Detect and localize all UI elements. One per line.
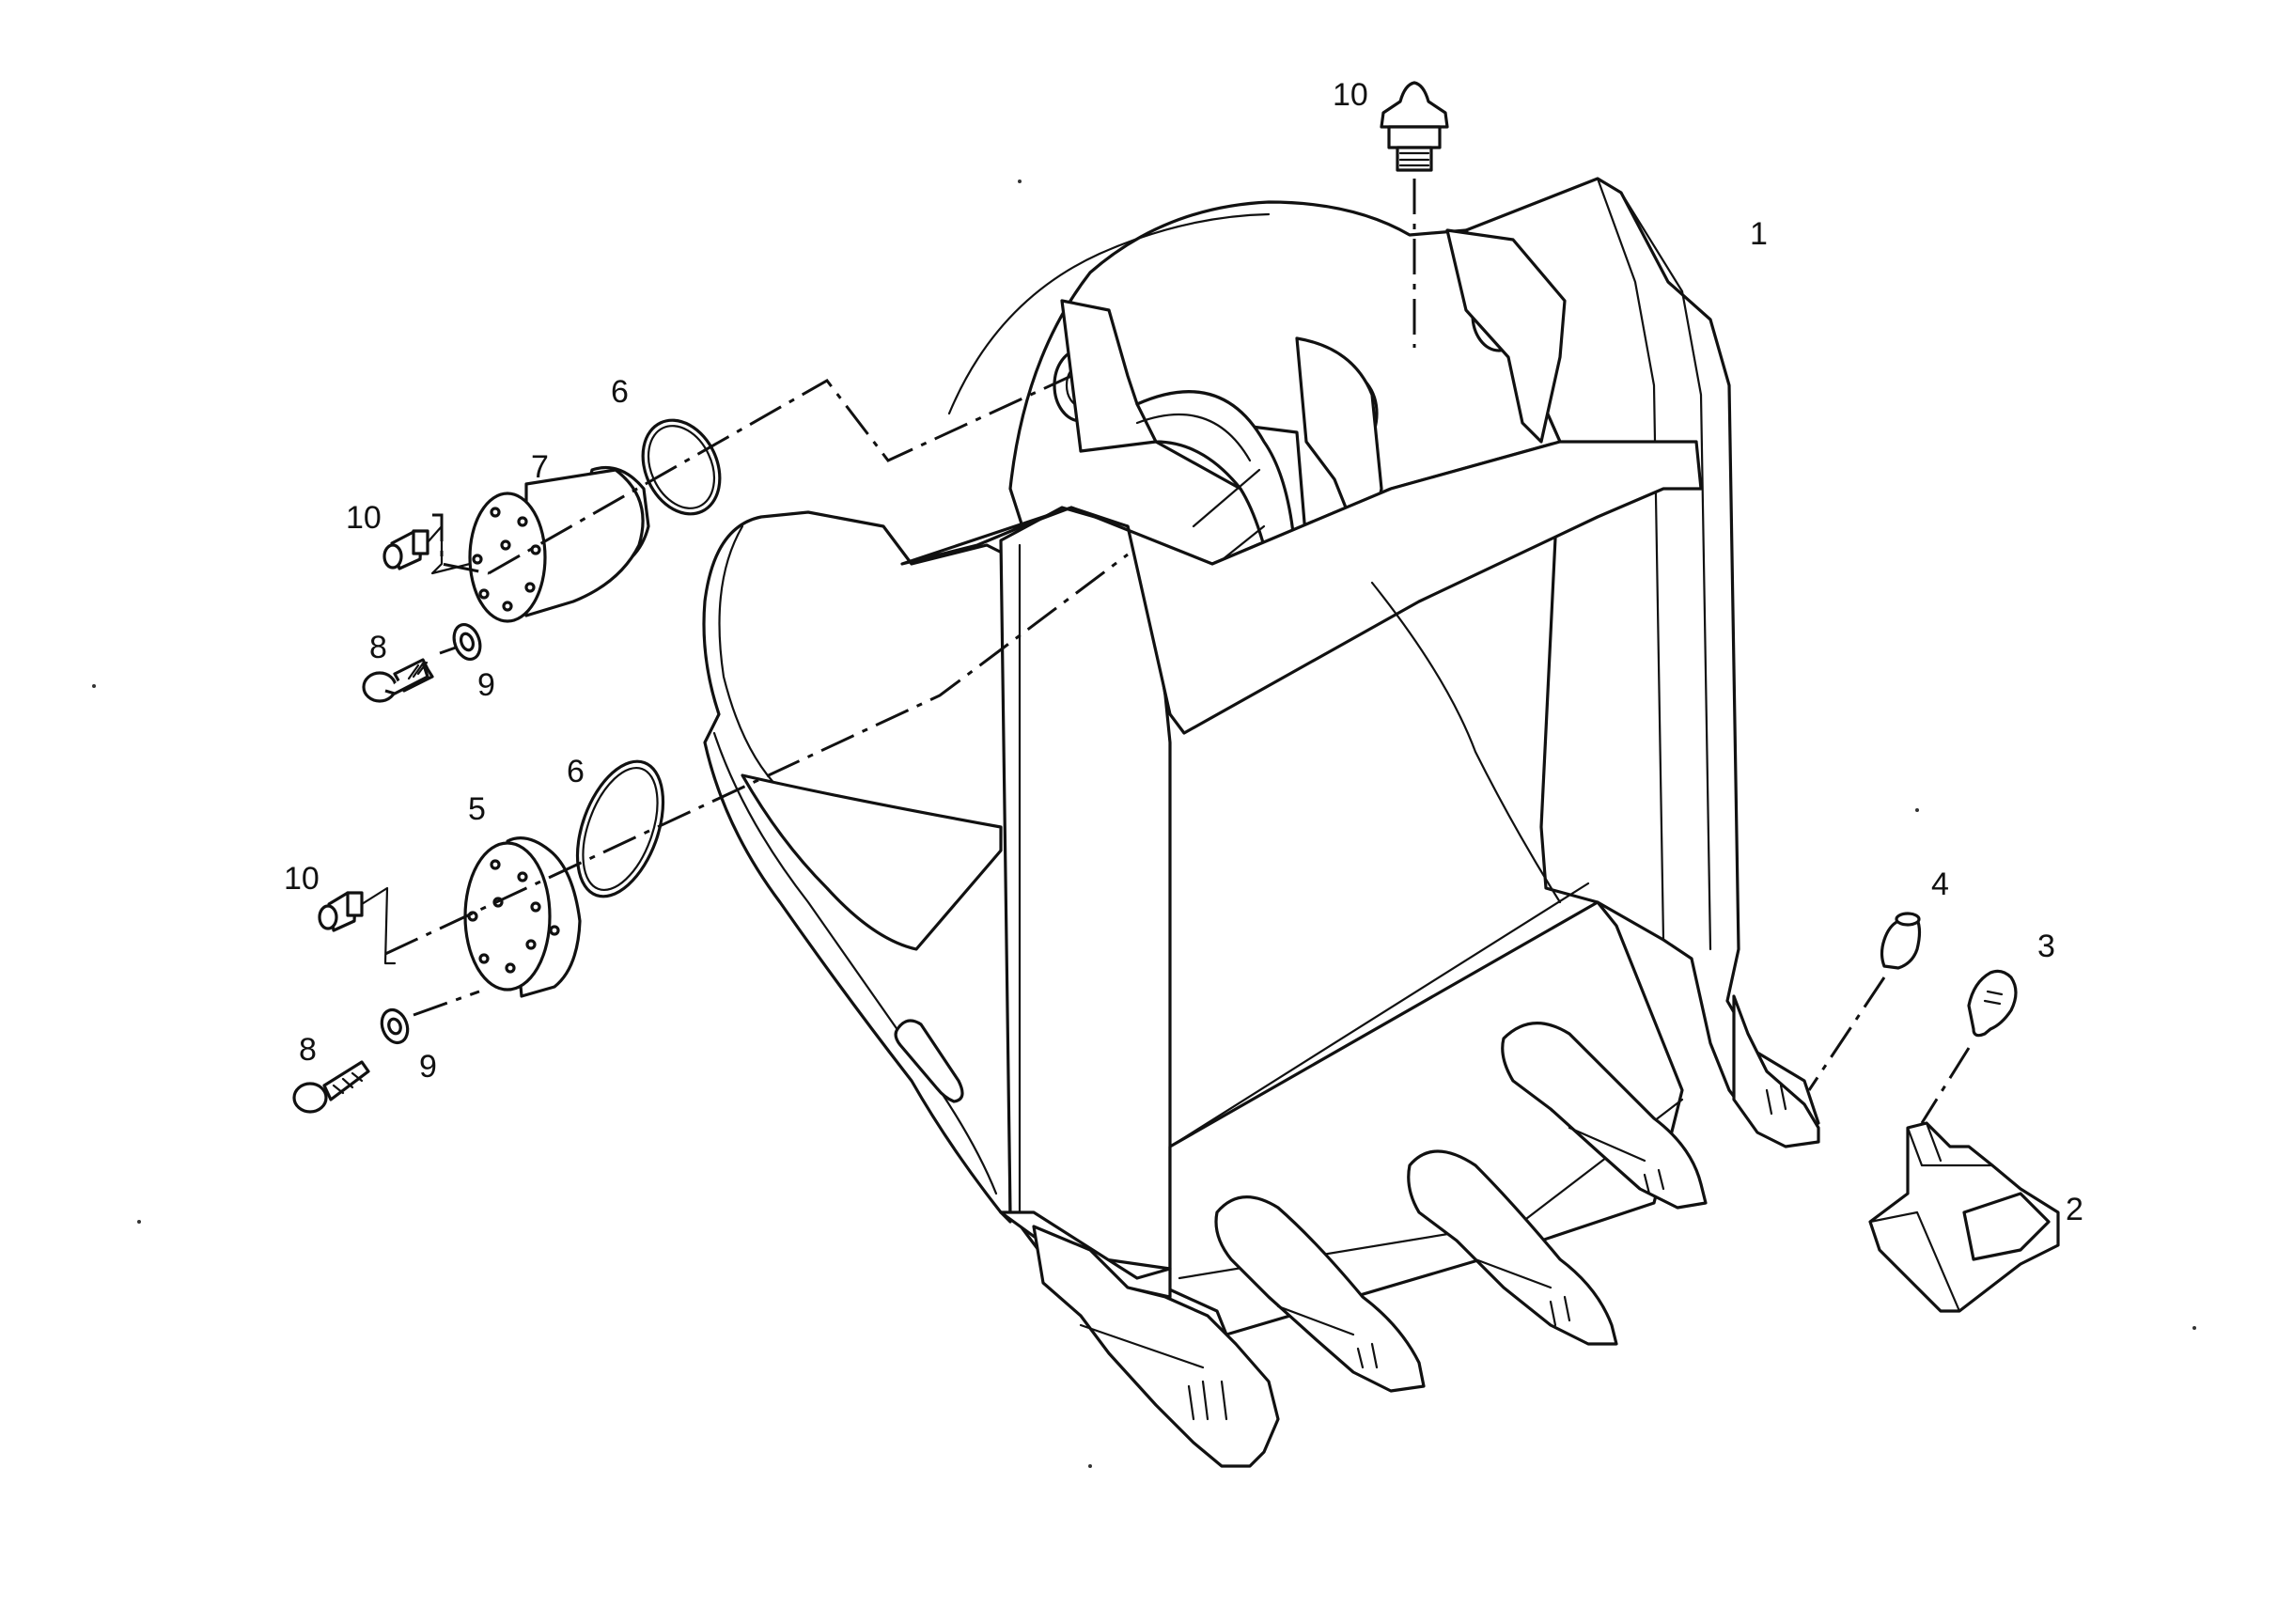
label-10-top: 10 [1333, 77, 1368, 113]
end-cap-part-5: 5 [463, 791, 582, 998]
bolt-lower: 8 [292, 1032, 370, 1114]
label-10-mid: 10 [346, 500, 382, 536]
label-9-lower: 9 [419, 1049, 437, 1085]
bushing-part-7: 7 [468, 449, 650, 623]
label-4: 4 [1931, 867, 1949, 902]
label-2: 2 [2066, 1192, 2083, 1227]
scan-speck [1018, 180, 1022, 183]
label-10-low: 10 [284, 861, 320, 897]
centerline-lower-branch [413, 990, 480, 1017]
bucket-body [702, 177, 1820, 1336]
label-3: 3 [2037, 929, 2055, 964]
label-7: 7 [531, 449, 549, 485]
label-6-upper: 6 [611, 374, 629, 410]
scan-speck [137, 1220, 141, 1224]
scan-speck [2192, 1326, 2196, 1330]
bolt-upper: 8 [362, 630, 434, 703]
scan-speck [1088, 1464, 1092, 1468]
washer-lower: 9 [380, 1007, 437, 1085]
centerline-lower [384, 553, 1129, 956]
label-1: 1 [1750, 216, 1768, 252]
centerline-upper [488, 374, 1072, 575]
grease-nipple-low: 10 [284, 861, 397, 965]
grease-nipple-mid: 10 [346, 500, 472, 575]
scan-speck [92, 684, 96, 688]
scan-speck [1915, 808, 1919, 812]
label-5: 5 [468, 791, 486, 827]
washer-upper: 9 [439, 623, 495, 703]
grease-nipple-top: 10 [1333, 77, 1449, 348]
label-8-upper: 8 [369, 630, 387, 665]
label-8-lower: 8 [299, 1032, 317, 1068]
tooth-part-2: 2 [1868, 1121, 2083, 1313]
pin-part-4: 4 [1807, 867, 1949, 1091]
lock-part-3: 3 [1920, 929, 2055, 1124]
label-6-lower: 6 [567, 754, 585, 789]
o-ring-lower: 6 [567, 754, 665, 898]
bucket-teeth [1032, 994, 1820, 1468]
label-9-upper: 9 [477, 667, 495, 703]
